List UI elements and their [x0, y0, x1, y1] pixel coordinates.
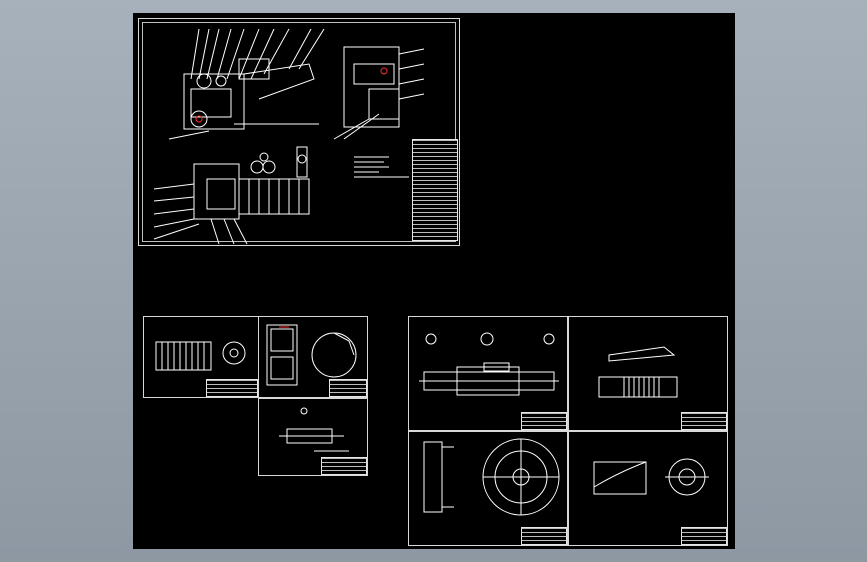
part-2-geometry: [266, 324, 357, 386]
part-7-geometry: [593, 458, 709, 496]
part-drawing-sheet-7[interactable]: [568, 431, 728, 546]
assembly-drawing-geometry: [153, 28, 425, 245]
part-drawing-sheet-6[interactable]: [408, 431, 568, 546]
title-block-7: [681, 527, 727, 545]
part-drawing-sheet-2[interactable]: [258, 316, 368, 398]
cad-drawing-canvas[interactable]: [133, 13, 735, 549]
part-drawing-sheet-1[interactable]: [143, 316, 259, 398]
part-drawing-sheet-3[interactable]: [258, 398, 368, 476]
shaft-geometry: [419, 332, 559, 396]
title-block-2: [329, 379, 367, 397]
title-block-4: [521, 412, 567, 430]
part-drawing-sheet-4[interactable]: [408, 316, 568, 431]
assembly-drawing-sheet[interactable]: [138, 18, 460, 246]
title-block-5: [681, 412, 727, 430]
title-block-1: [206, 379, 258, 397]
title-block-3: [321, 457, 367, 475]
bill-of-materials-table: [412, 139, 458, 241]
part-drawing-sheet-5[interactable]: [568, 316, 728, 431]
part-1-geometry: [155, 341, 246, 371]
part-5-geometry: [598, 346, 678, 398]
part-3-geometry: [279, 407, 349, 452]
wheel-geometry: [423, 438, 560, 516]
title-block-6: [521, 527, 567, 545]
